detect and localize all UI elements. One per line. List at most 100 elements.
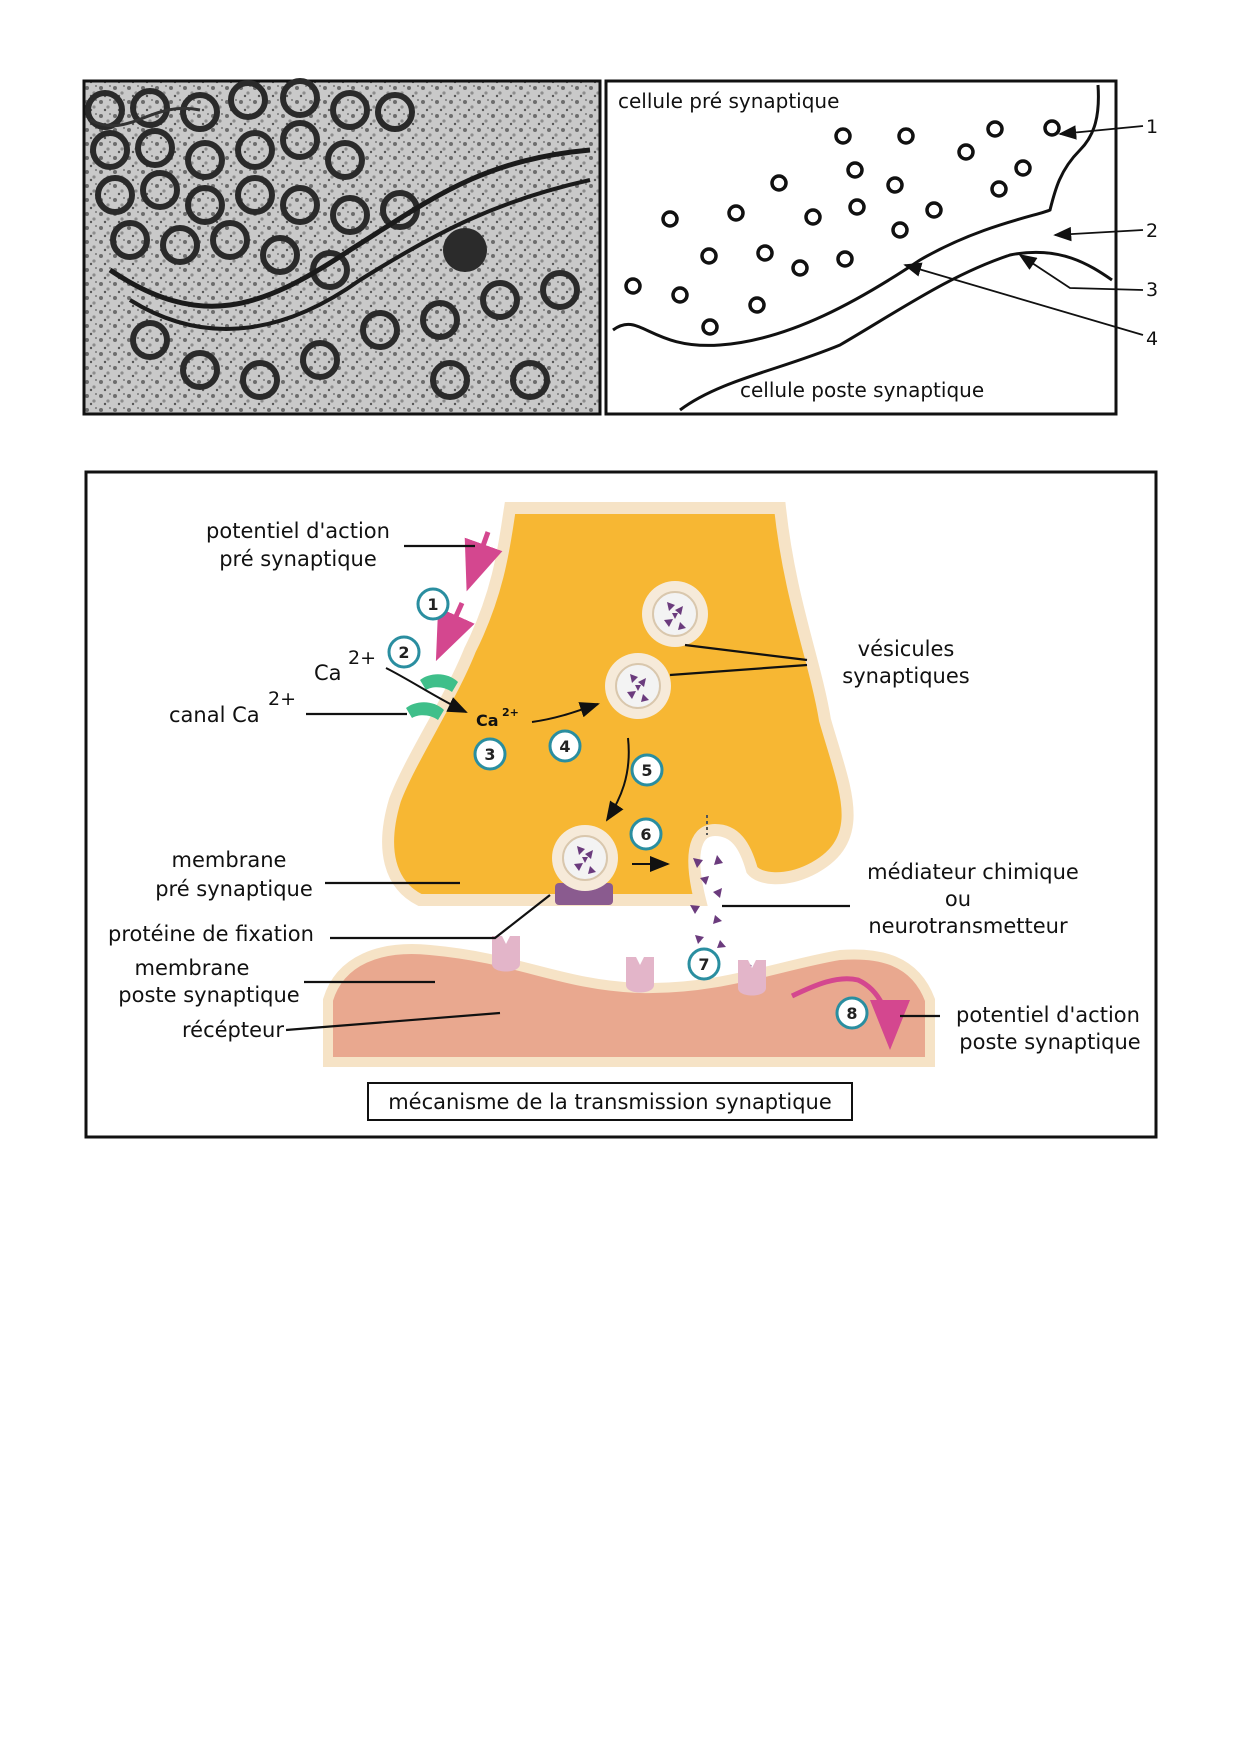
schematic-vesicle [700,247,718,265]
vesicles-label-2: synaptiques [842,664,969,688]
step-number: 8 [846,1004,857,1023]
step-number: 4 [559,737,570,756]
micrograph-vesicle [130,88,170,128]
schematic-vesicle [661,210,679,228]
micrograph-vesicle [210,220,250,260]
schematic-vesicle [897,127,915,145]
receptor-shape [738,960,766,996]
micrograph-vesicle [180,92,220,132]
micrograph-vesicle [160,225,200,265]
micrograph-vesicle [235,130,275,170]
pre-action-potential-label: potentiel d'action [206,519,390,543]
pre-membrane-label-2: pré synaptique [155,877,313,901]
transmission-mechanism-figure: 1 2 3 4 5 6 7 8 potentiel d'action pré synaptiq… [84,470,1158,1139]
inner-ca-label: Ca [476,711,499,730]
schematic-vesicle [727,204,745,222]
micrograph-vesicle [420,300,460,340]
micrograph-vesicle [90,130,130,170]
micrograph-vesicle [280,120,320,160]
schematic-vesicle [791,259,809,277]
vesicle [605,653,671,719]
vesicles-label: vésicules [858,637,955,661]
micrograph-vesicle [95,175,135,215]
schematic-vesicle [804,208,822,226]
schematic-vesicle [848,198,866,216]
micrograph-vesicle [185,140,225,180]
schematic-vesicle [925,201,943,219]
schematic-vesicle [701,318,719,336]
schematic-vesicle [990,180,1008,198]
schematic-number-4: 4 [1146,328,1158,350]
step-marker-3: 3 [473,737,507,771]
micrograph-vesicle [235,175,275,215]
schematic-vesicle [891,221,909,239]
schematic-number-2: 2 [1146,220,1158,242]
step-number: 2 [398,643,409,662]
schematic-vesicle [846,161,864,179]
mediator-label-2: ou [945,887,971,911]
canal-superscript: 2+ [268,688,296,710]
schematic-vesicle [836,250,854,268]
step-number: 3 [484,745,495,764]
schematic-vesicle [886,176,904,194]
schematic-vesicle [748,296,766,314]
schematic-vesicle [834,127,852,145]
micrograph-vesicle [300,340,340,380]
synapse-schematic: cellule pré synaptique cellule poste syn… [604,79,1158,416]
pre-membrane-label: membrane [172,848,287,872]
step-marker-4: 4 [548,729,582,763]
step-marker-5: 5 [630,753,664,787]
micrograph-vesicle [140,170,180,210]
figure-caption: mécanisme de la transmission synaptique [388,1090,832,1114]
schematic-vesicle [986,120,1004,138]
micrograph-vesicle [180,350,220,390]
micrograph-vesicle [510,360,550,400]
micrograph-vesicle [310,250,350,290]
micrograph-vesicle [110,220,150,260]
inner-ca-superscript: 2+ [502,706,519,719]
mediator-label-3: neurotransmetteur [868,914,1068,938]
schematic-number-1: 1 [1146,116,1158,138]
micrograph-vesicle [480,280,520,320]
ca-label: Ca [314,661,342,685]
micrograph-vesicle [540,270,580,310]
schematic-vesicle [1014,159,1032,177]
micrograph-vesicle [240,360,280,400]
micrograph-vesicle [130,320,170,360]
mediator-label: médiateur chimique [867,860,1079,884]
step-marker-6: 6 [629,817,663,851]
step-marker-2: 2 [387,635,421,669]
pre-cell-label: cellule pré synaptique [618,89,839,113]
calcium-channel [420,674,458,692]
micrograph-vesicle [330,90,370,130]
vesicle-docked [552,825,618,891]
micrograph-vesicle [330,195,370,235]
schematic-vesicle [957,143,975,161]
schematic-vesicle [671,286,689,304]
vesicle [642,581,708,647]
post-action-potential-label-2: poste synaptique [959,1030,1140,1054]
electron-micrograph [82,78,602,416]
schematic-vesicle [756,244,774,262]
micrograph-vesicle [280,78,320,118]
schematic-number-3: 3 [1146,279,1158,301]
post-action-potential-arrow [790,976,910,1050]
step-number: 7 [698,955,709,974]
neurotransmitter-molecules [690,855,752,969]
step-marker-8: 8 [835,996,869,1030]
receptor-shape [492,936,520,972]
micrograph-vesicle [430,360,470,400]
schematic-vesicle [624,277,642,295]
post-membrane-label-2: poste synaptique [118,983,299,1007]
fixation-protein-shape [555,883,613,905]
step-marker-1: 1 [416,587,450,621]
micrograph-vesicle [325,140,365,180]
ca-superscript: 2+ [348,647,376,669]
step-number: 6 [640,825,651,844]
step-number: 1 [427,595,438,614]
micrograph-vesicle [135,128,175,168]
post-membrane-label: membrane [135,956,250,980]
pre-action-potential-label-2: pré synaptique [219,547,377,571]
schematic-vesicle [770,174,788,192]
